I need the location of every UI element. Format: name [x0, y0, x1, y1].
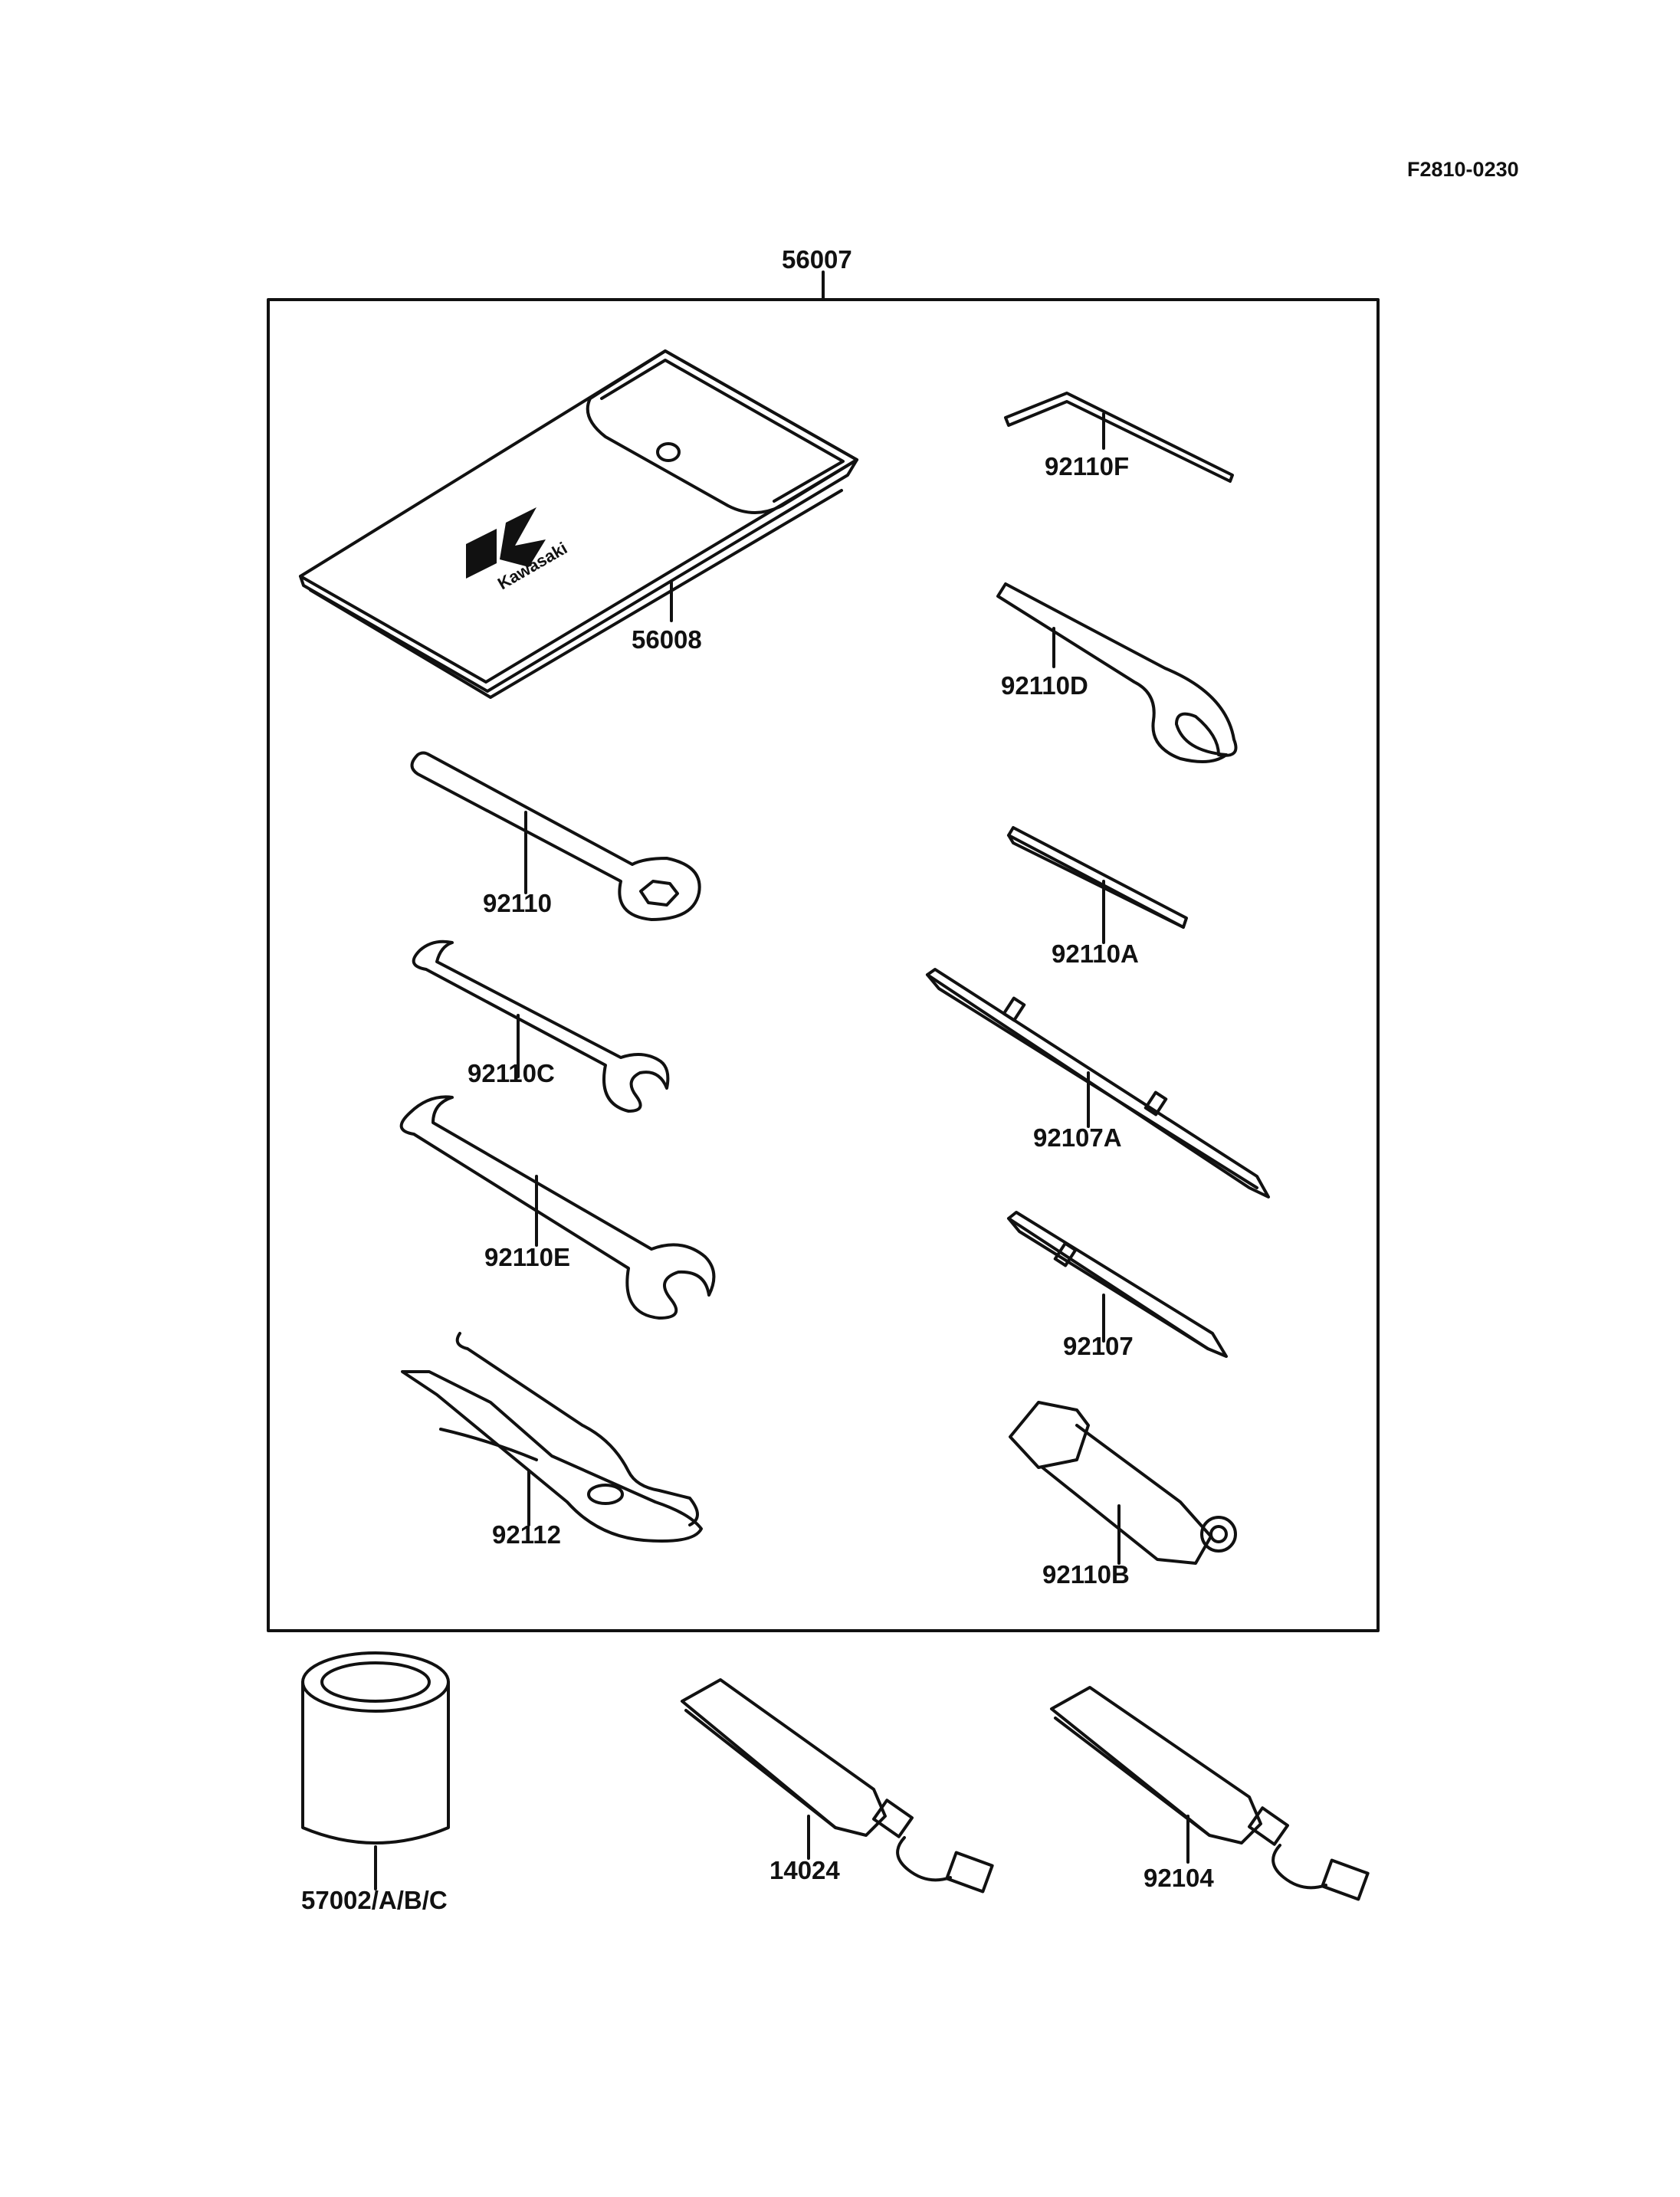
- label-92110d: 92110D: [1001, 671, 1088, 700]
- label-92110a: 92110A: [1052, 939, 1139, 968]
- grease-tube-right-drawing: [1050, 1686, 1370, 1901]
- oil-can-drawing: [301, 1651, 450, 1890]
- screwdriver-drawing: [1007, 1211, 1228, 1358]
- grease-tube-left-drawing: [681, 1678, 994, 1894]
- label-92110f: 92110F: [1045, 452, 1130, 480]
- label-56008: 56008: [632, 625, 702, 654]
- large-wrench-drawing: [399, 1095, 716, 1320]
- label-92110c: 92110C: [468, 1059, 555, 1087]
- label-57002: 57002/A/B/C: [301, 1886, 448, 1914]
- label-92110: 92110: [483, 889, 552, 917]
- small-wrench-drawing: [412, 939, 670, 1113]
- hook-spanner-drawing: [996, 582, 1238, 763]
- label-92110b: 92110B: [1042, 1560, 1130, 1589]
- pliers-drawing: [401, 1332, 703, 1543]
- label-92104: 92104: [1144, 1864, 1214, 1892]
- box-wrench-drawing: [410, 751, 701, 921]
- label-92107a: 92107A: [1033, 1123, 1122, 1152]
- long-screwdriver-drawing: [926, 968, 1270, 1199]
- label-92107: 92107: [1063, 1332, 1134, 1360]
- label-92110e: 92110E: [484, 1243, 570, 1271]
- label-14024: 14024: [769, 1856, 840, 1884]
- drawing-reference: F2810-0230: [1407, 158, 1519, 181]
- label-92112: 92112: [492, 1520, 561, 1549]
- tool-bag-drawing: Kawasaki: [299, 349, 858, 699]
- kawasaki-logo-icon: [466, 507, 546, 579]
- kit-frame: [267, 298, 1380, 1632]
- flat-wrench-drawing: [1007, 826, 1188, 944]
- hex-key-drawing: [1004, 392, 1234, 483]
- socket-driver-drawing: [1009, 1401, 1237, 1565]
- kit-part-number: 56007: [782, 245, 852, 274]
